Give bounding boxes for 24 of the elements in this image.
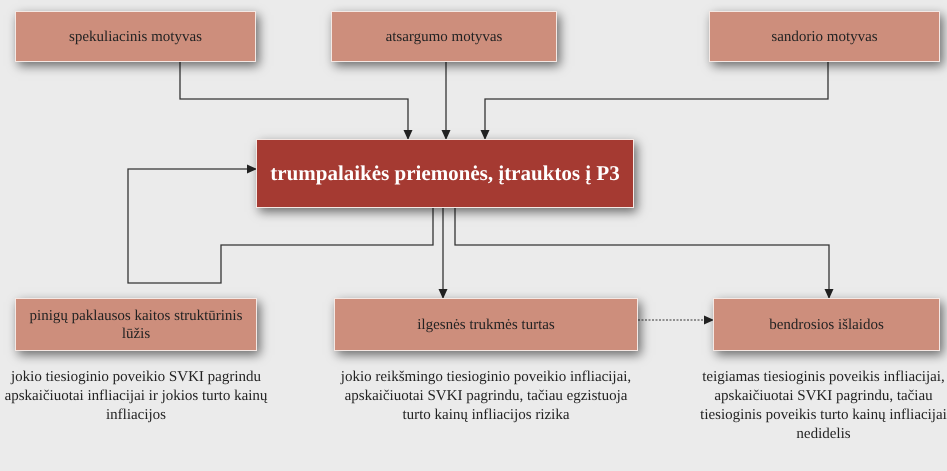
arrow	[438, 208, 448, 299]
process-box	[709, 11, 940, 62]
node-label: bendrosios išlaidos	[768, 316, 885, 334]
arrow	[127, 164, 434, 284]
process-box	[713, 298, 940, 351]
central-box	[256, 139, 634, 208]
node-label: atsargumo motyvas	[384, 28, 504, 46]
description-text: jokio tiesioginio poveikio SVKI pagrindu apskaičiuotai infliacijai ir jokios turto kainų infliacijos	[4, 368, 268, 425]
node-label: pinigų paklausos kaitos struktūrinis lūžis	[28, 306, 244, 342]
arrow	[454, 208, 834, 299]
node-label: spekuliacinis motyvas	[68, 28, 203, 46]
description-text: teigiamas tiesioginis poveikis infliacijai, apskaičiuotai SVKI pagrindu, tačiau tiesioginis poveikis turto kainų infliacijai nedidelis	[700, 368, 947, 444]
process-box	[15, 298, 257, 351]
arrow	[179, 62, 412, 140]
process-box	[334, 298, 638, 351]
node-label: ilgesnės trukmės turtas	[416, 316, 556, 334]
process-box	[15, 11, 256, 62]
arrow	[480, 62, 829, 140]
node-label: sandorio motyvas	[770, 28, 879, 46]
arrow	[638, 316, 714, 324]
node-label: trumpalaikės priemonės, įtrauktos į P3	[269, 161, 621, 186]
arrow	[442, 62, 450, 140]
process-box	[331, 11, 557, 62]
description-text: jokio reikšmingo tiesioginio poveikio infliacijai, apskaičiuotai SVKI pagrindu, tačiau egzistuoja turto kainų infliacijos rizika	[340, 368, 632, 425]
